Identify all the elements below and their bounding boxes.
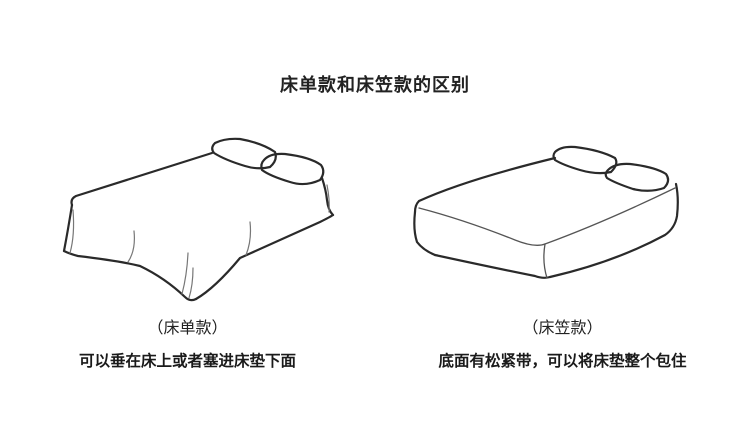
flat-sheet-description: 可以垂在床上或者塞进床垫下面 [78, 352, 296, 370]
bed-with-flat-sheet-illustration [62, 137, 335, 302]
bed-with-fitted-sheet-illustration [413, 145, 679, 279]
fitted-sheet-panel: （床笠款） 底面有松紧带，可以将床垫整个包住 [375, 0, 750, 424]
flat-sheet-panel: （床单款） 可以垂在床上或者塞进床垫下面 [62, 137, 335, 370]
fitted-sheet-label: （床笠款） [522, 318, 603, 337]
fitted-sheet-description: 底面有松紧带，可以将床垫整个包住 [438, 352, 687, 370]
page-title: 床单款和床笠款的区别 [280, 75, 470, 96]
flat-sheet-label: （床单款） [147, 318, 228, 337]
